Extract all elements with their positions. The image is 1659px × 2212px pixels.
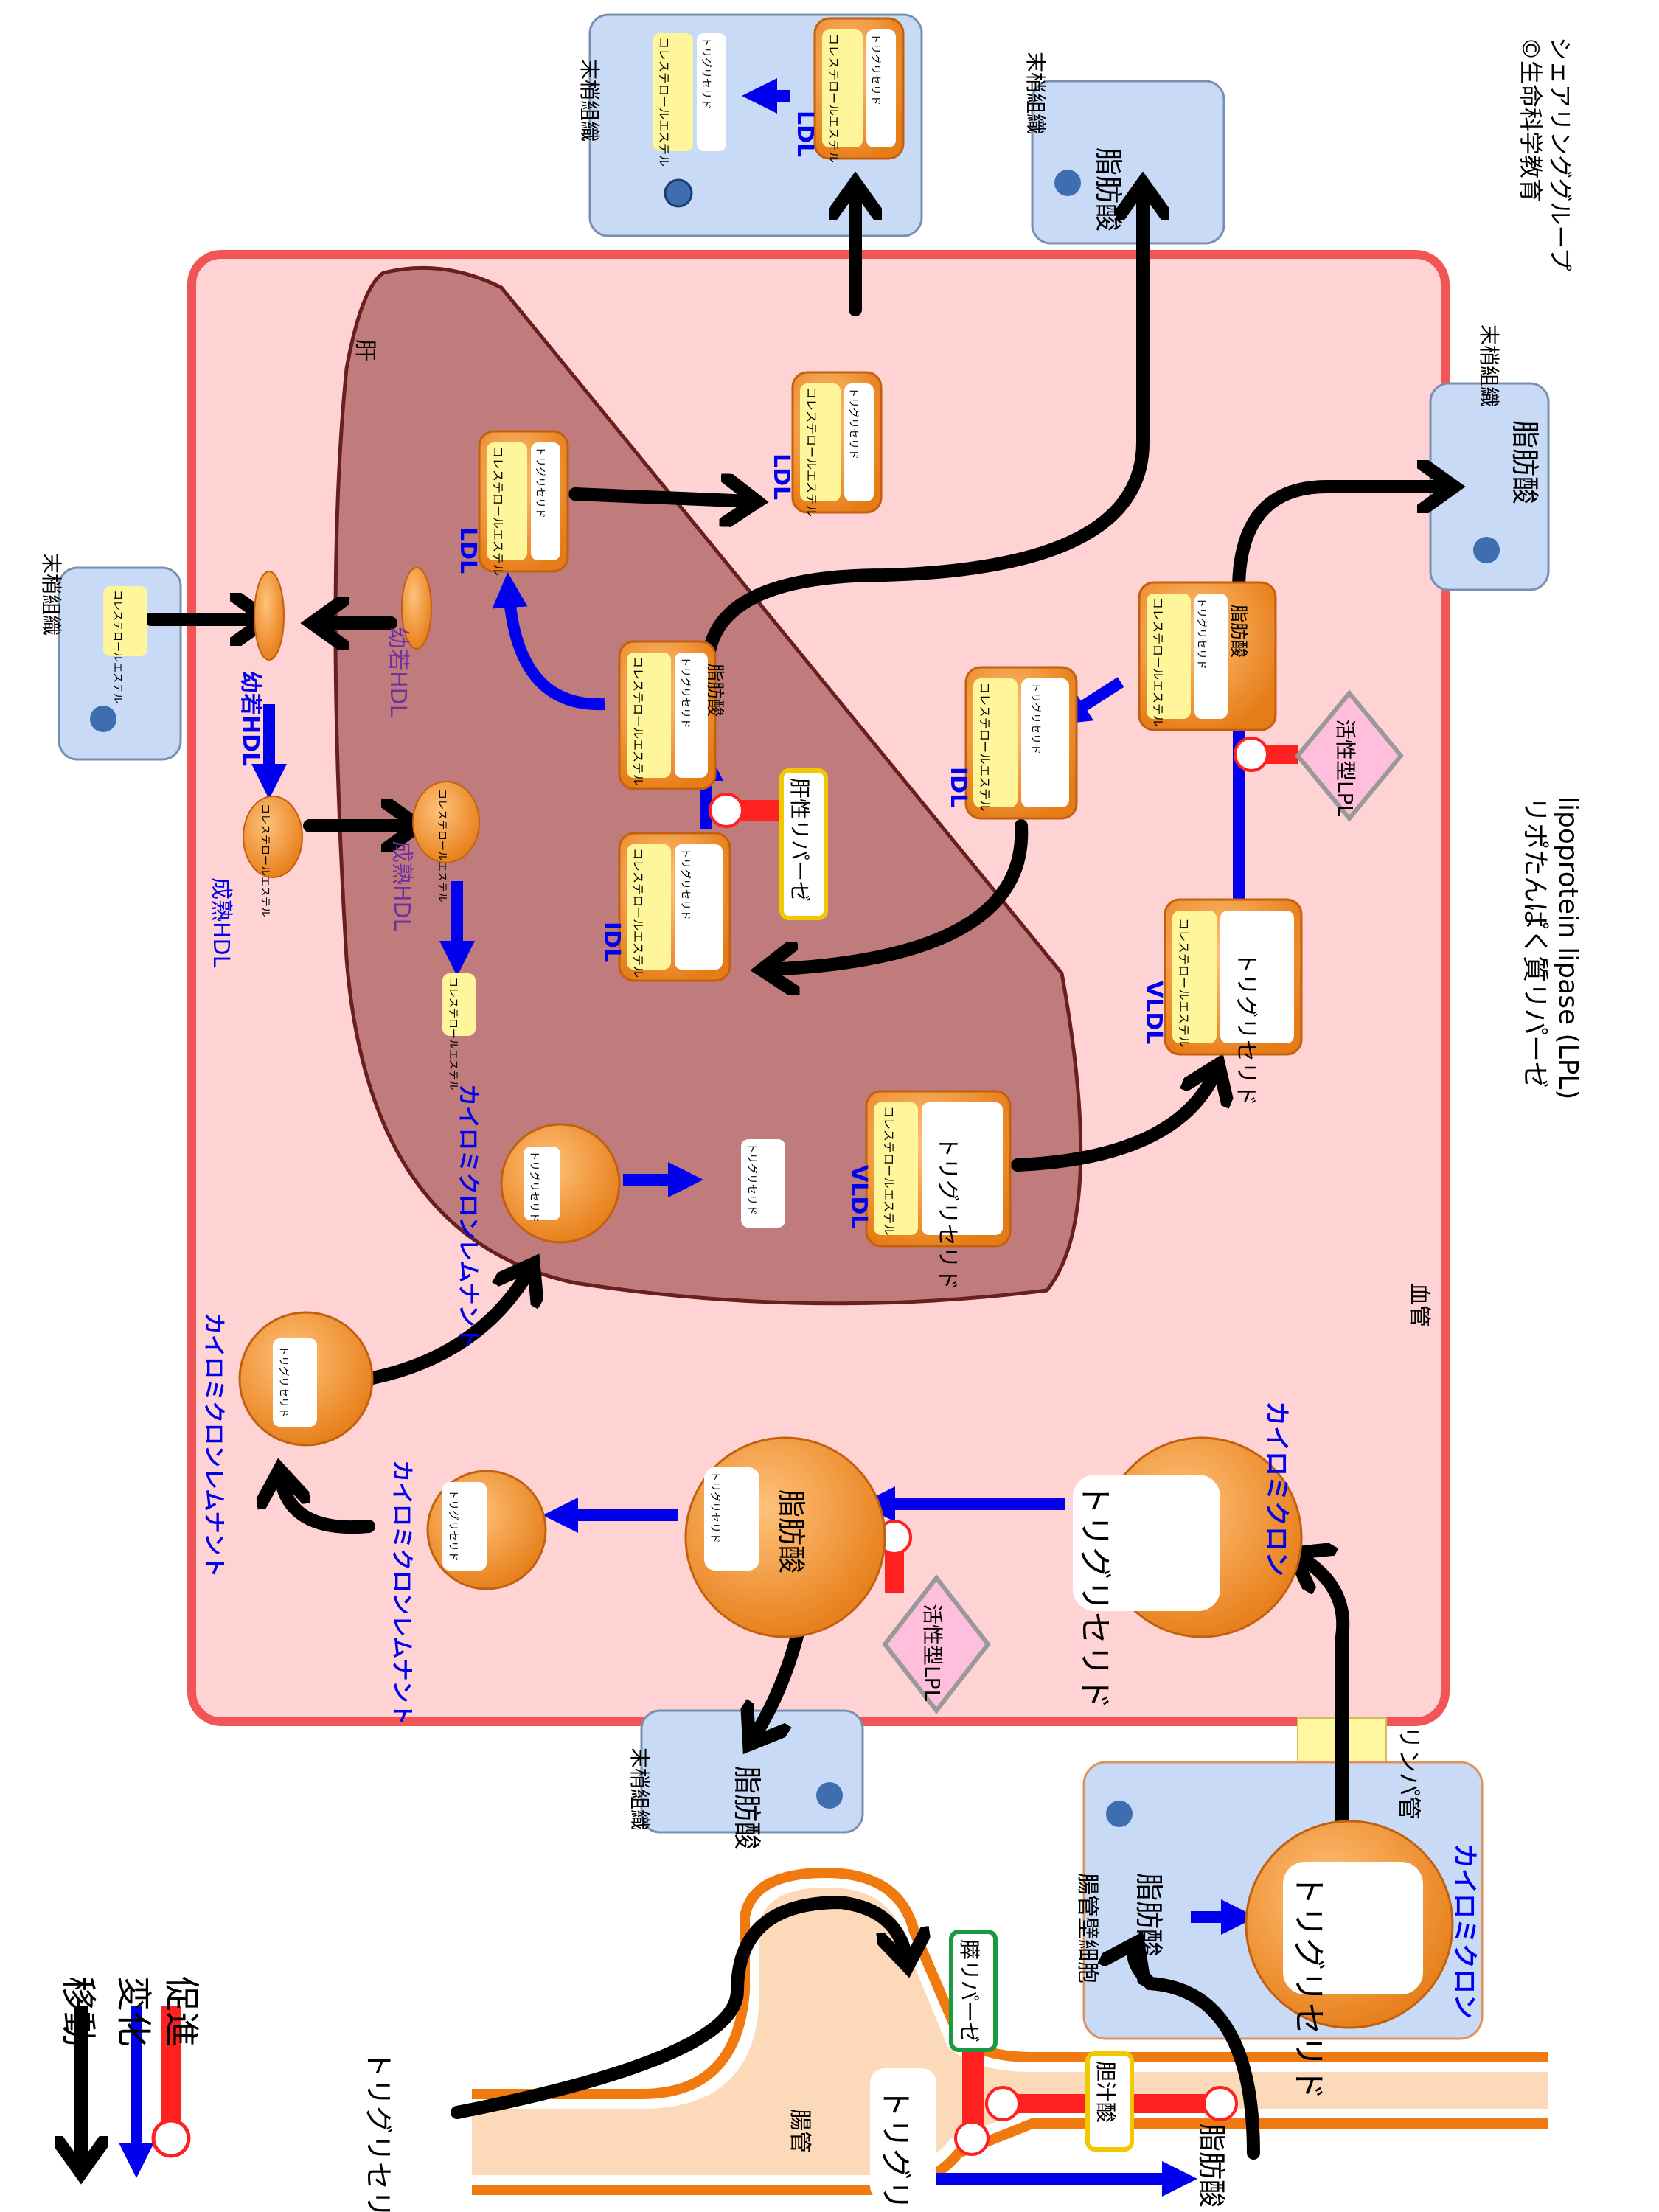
intestinal-cell-label: 腸管壁細胞 bbox=[1074, 1873, 1100, 1983]
tg-remnant4: トリグリセリド bbox=[745, 1143, 757, 1215]
pancreatic-lipase-label: 膵リパーゼ bbox=[957, 1939, 981, 2042]
fatty-acid-intestine: 脂肪酸 bbox=[1195, 2124, 1228, 2208]
mature-hdl-label1: 成熟HDL bbox=[208, 877, 234, 968]
tg-ldl1: トリグリセリド bbox=[534, 446, 546, 518]
copyright-2: シェアリンググループ bbox=[1546, 37, 1574, 271]
legend-change: 変化 bbox=[113, 1976, 154, 2047]
fatty-acid-bottom: 脂肪酸 bbox=[731, 1766, 763, 1850]
copyright-1: ©生命科学教育 bbox=[1517, 37, 1545, 202]
immature-hdl-label1: 幼若HDL bbox=[237, 671, 263, 766]
triglyceride-chylo2: トリグリセリド bbox=[709, 1471, 720, 1543]
tg-remnant3: トリグリセリド bbox=[528, 1150, 540, 1222]
chol-ester-liver: コレステロールエステル bbox=[447, 977, 459, 1091]
active-lpl-label2: 活性型LPL bbox=[1333, 719, 1357, 816]
legend-promote: 促進 bbox=[161, 1976, 202, 2047]
peripheral-label-bottom: 末梢組織 bbox=[627, 1747, 652, 1830]
blood-vessel-label: 血管 bbox=[1406, 1283, 1432, 1327]
active-lpl-label1: 活性型LPL bbox=[920, 1604, 945, 1701]
tg-remnant1: トリグリセリド bbox=[447, 1489, 459, 1562]
liver-label: 肝 bbox=[352, 339, 378, 361]
chol-ester-hdl2: コレステロールエステル bbox=[436, 789, 448, 902]
fa-hl: 脂肪酸 bbox=[705, 664, 726, 717]
peripheral-label-left: 末梢組織 bbox=[39, 553, 63, 636]
fa-lpl: 脂肪酸 bbox=[1228, 605, 1249, 658]
chylomicron-vessel: カイロミクロン bbox=[1262, 1401, 1291, 1576]
peripheral-label-right: 末梢組織 bbox=[1477, 324, 1501, 407]
chol-ester-idl1: コレステロールエステル bbox=[631, 848, 645, 978]
hepatic-lipase-label: 肝性リパーゼ bbox=[787, 778, 812, 902]
ldl-label3: LDL bbox=[792, 111, 818, 157]
immature-hdl-label2: 幼若HDL bbox=[385, 627, 411, 717]
lpl-jp: リポたんぱく質リパーゼ bbox=[1520, 796, 1550, 1088]
tg-idl2: トリグリセリド bbox=[1029, 682, 1041, 754]
remnant-label1: カイロミクロンレムナント bbox=[389, 1460, 414, 1725]
chol-ester-ldl3: コレステロールエステル bbox=[827, 33, 841, 163]
fatty-acid-cell: 脂肪酸 bbox=[1133, 1873, 1165, 1957]
ldl-label2: LDL bbox=[768, 453, 794, 500]
tg-ldl4: トリグリセリド bbox=[700, 37, 712, 109]
triglyceride-chylo: トリグリセリド bbox=[1076, 1482, 1113, 1709]
legend: 移動 変化 促進 bbox=[58, 1976, 202, 2168]
peripheral-tissue-top-right bbox=[1031, 80, 1225, 245]
peripheral-label-top-right: 末梢組織 bbox=[1023, 52, 1048, 134]
idl-label1: IDL bbox=[599, 922, 625, 962]
chol-ester-ldl2: コレステロールエステル bbox=[804, 387, 818, 517]
ldl-label1: LDL bbox=[455, 527, 481, 574]
idl-label2: IDL bbox=[945, 767, 971, 807]
lpl-en: lipoprotein lipase (LPL) bbox=[1553, 796, 1583, 1099]
fatty-acid-top-right: 脂肪酸 bbox=[1092, 147, 1124, 232]
particles bbox=[103, 17, 1454, 2201]
peripheral-label-top: 末梢組織 bbox=[577, 59, 602, 142]
chol-ester-lpl: コレステロールエステル bbox=[1151, 597, 1165, 727]
tg-lpl: トリグリセリド bbox=[1195, 597, 1207, 669]
chol-ester-left: コレステロールエステル bbox=[111, 590, 123, 703]
mature-hdl-label2: 成熟HDL bbox=[389, 841, 414, 931]
vldl-label2: VLDL bbox=[1141, 981, 1166, 1044]
intestine-label: 腸管 bbox=[787, 2109, 813, 2153]
fatty-acid-right: 脂肪酸 bbox=[1509, 420, 1541, 504]
legend-move: 移動 bbox=[58, 1976, 99, 2047]
tg-ldl3: トリグリセリド bbox=[869, 33, 881, 105]
tg-remnant2: トリグリセリド bbox=[277, 1346, 289, 1418]
chol-ester-ldl1: コレステロールエステル bbox=[491, 446, 505, 576]
chylomicron-cell: カイロミクロン bbox=[1450, 1843, 1479, 2019]
remnant-label3: カイロミクロンレムナント bbox=[455, 1084, 481, 1349]
vldl-label1: VLDL bbox=[846, 1165, 872, 1228]
tg-idl1: トリグリセリド bbox=[679, 848, 691, 920]
bile-acid-label: 胆汁酸 bbox=[1093, 2061, 1118, 2123]
triglyceride-intestine: トリグリセリド bbox=[877, 2087, 914, 2212]
tg-ldl2: トリグリセリド bbox=[847, 387, 859, 459]
chol-ester-ldl4: コレステロールエステル bbox=[657, 37, 671, 167]
tg-vldl1: トリグリセリド bbox=[934, 1135, 960, 1290]
chol-ester-hdl: コレステロールエステル bbox=[259, 804, 271, 917]
triglyceride-cell: トリグリセリド bbox=[1290, 1873, 1327, 2100]
lymph-label: リンパ管 bbox=[1395, 1725, 1423, 1820]
tg-hl: トリグリセリド bbox=[679, 656, 691, 728]
fatty-acid-chylo: 脂肪酸 bbox=[775, 1489, 807, 1573]
tg-vldl2: トリグリセリド bbox=[1233, 951, 1259, 1106]
chol-ester-idl2: コレステロールエステル bbox=[978, 682, 992, 812]
chol-ester-vldl1: コレステロールエステル bbox=[882, 1106, 896, 1236]
triglyceride-diet: トリグリセリド bbox=[362, 2050, 394, 2212]
remnant-label2: カイロミクロンレムナント bbox=[201, 1312, 226, 1577]
peripheral-tissue-bottom bbox=[640, 1709, 864, 1834]
chol-ester-hl: コレステロールエステル bbox=[631, 656, 645, 786]
chol-ester-vldl2: コレステロールエステル bbox=[1177, 918, 1191, 1048]
